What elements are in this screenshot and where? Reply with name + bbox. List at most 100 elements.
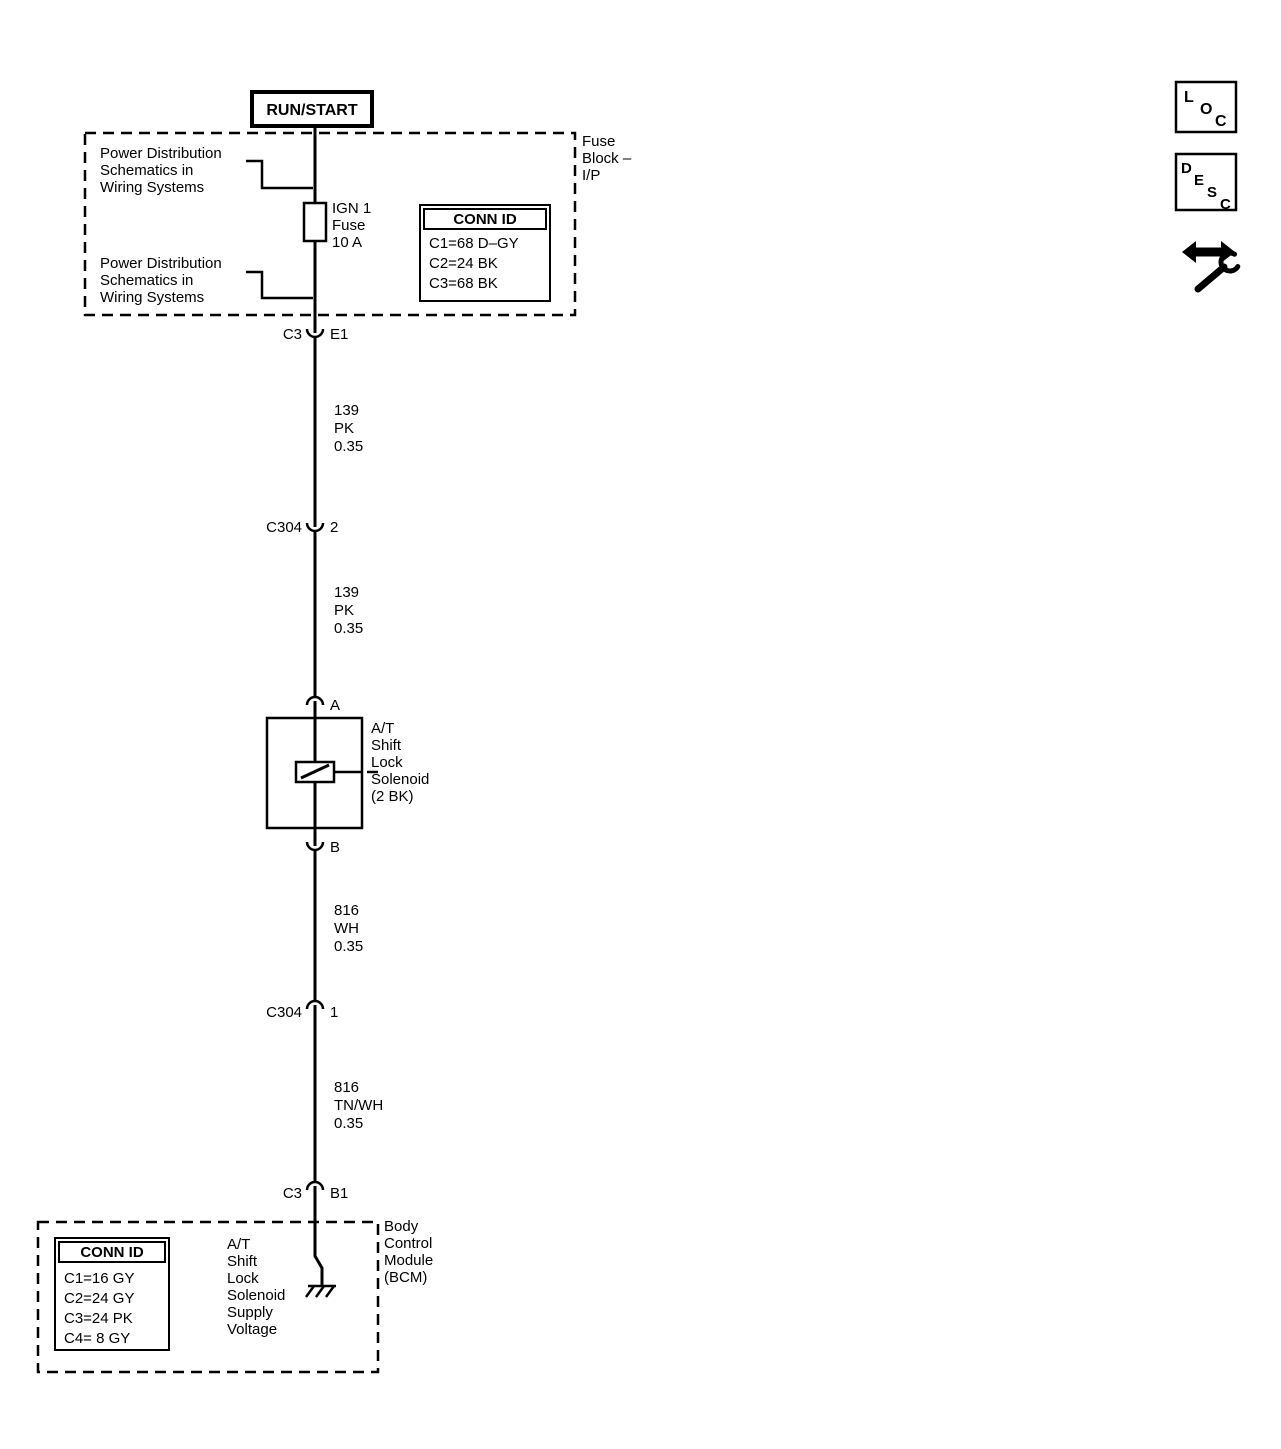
solenoid-label-line: A/T [371,720,394,737]
conn-id-row: C1=16 GY [64,1270,134,1287]
loc-letter: L [1184,89,1194,106]
conn-id-row: C2=24 BK [429,255,498,272]
conn-id-title: CONN ID [453,211,517,228]
conn-id-row: C3=68 BK [429,275,498,292]
wire-color: WH [334,920,359,937]
conn-id-table-bcm: CONN ID C1=16 GY C2=24 GY C3=24 PK C4= 8… [54,1237,170,1351]
power-distribution-ref-top: Power Distribution Schematics in Wiring … [100,145,313,196]
connector-name: C3 [283,1185,302,1202]
fuse-label-line: IGN 1 [332,200,371,217]
wire-label-139-pk-top: 139 PK 0.35 [334,402,363,455]
ref-text-line: Wiring Systems [100,289,204,306]
signal-label-line: Solenoid [227,1287,285,1304]
desc-button[interactable]: D E S C [1174,152,1238,213]
wire-gauge: 0.35 [334,438,363,455]
connector-half-circle [305,695,325,706]
ref-bracket-bottom [246,270,313,300]
fuse-symbol [302,201,328,243]
ground-hatch [314,1285,326,1298]
conn-id-box [54,1237,170,1351]
connector-half-circle [305,841,325,852]
desc-letter: E [1194,172,1204,189]
connector-pin: 1 [330,1004,338,1021]
loc-letter: C [1215,113,1227,130]
loc-button[interactable]: L O C [1174,80,1238,134]
connector-pin: 2 [330,519,338,536]
fuse-block-title-line: I/P [582,167,600,184]
wire-label-816-tnwh: 816 TN/WH 0.35 [334,1079,383,1132]
fuse-block-title-line: Fuse [582,133,615,150]
conn-id-table-fuse-block: CONN ID C1=68 D–GY C2=24 BK C3=68 BK [419,204,551,302]
connector-half-circle [305,999,325,1010]
bcm-signal-label: A/T Shift Lock Solenoid Supply Voltage [227,1236,285,1338]
connector-pin: B [330,839,340,856]
fuse-block-title-line: Block – [582,150,632,167]
circuit-number: 816 [334,902,359,919]
connector-c304-1: C304 1 [266,999,338,1021]
wire-gauge: 0.35 [334,620,363,637]
solenoid-label-line: Solenoid [371,771,429,788]
conn-id-row: C2=24 GY [64,1290,134,1307]
solenoid-diagonal [300,763,330,780]
bcm-title-line: Body [384,1218,419,1235]
connector-pin: B1 [330,1185,348,1202]
conn-id-row: C3=24 PK [64,1310,133,1327]
wire-color: PK [334,602,354,619]
fuse-block: Fuse Block – I/P Power Distribution Sche… [83,131,632,317]
desc-letter: S [1207,184,1217,201]
conn-id-box [419,204,551,302]
ground-hatch [324,1285,336,1298]
solenoid-label-line: Lock [371,754,403,771]
bcm-title-line: Module [384,1252,433,1269]
connector-name: C304 [266,519,302,536]
wire-label-139-pk-bottom: 139 PK 0.35 [334,584,363,637]
circuit-number: 139 [334,402,359,419]
connector-c304-2: C304 2 [266,519,338,536]
connector-name: C3 [283,326,302,343]
connector-c3-e1: C3 E1 [283,326,349,343]
solenoid-label-line: (2 BK) [371,788,414,805]
conn-id-row: C4= 8 GY [64,1330,130,1347]
chassis-ground-symbol [304,1284,336,1298]
desc-letter: C [1220,196,1231,213]
ref-text-line: Power Distribution [100,145,222,162]
circuit-number: 139 [334,584,359,601]
body-control-module: CONN ID C1=16 GY C2=24 GY C3=24 PK C4= 8… [36,1218,433,1374]
connector-name: C304 [266,1004,302,1021]
power-source: RUN/START [250,90,374,128]
bcm-outline [36,1220,380,1374]
ref-text-line: Schematics in [100,162,193,179]
wire-gauge: 0.35 [334,938,363,955]
bcm-title-line: (BCM) [384,1269,427,1286]
ref-text-line: Power Distribution [100,255,222,272]
signal-label-line: A/T [227,1236,250,1253]
connector-half-circle [305,328,325,339]
bcm-title-line: Control [384,1235,432,1252]
ground-hatch [304,1285,316,1298]
loc-button-box[interactable] [1174,80,1238,134]
ref-bracket-top [246,159,313,190]
ref-text-line: Schematics in [100,272,193,289]
fuse-label-line: Fuse [332,217,365,234]
desc-button-box[interactable] [1174,152,1238,212]
connector-pin-b: B [305,839,340,856]
solenoid-label-line: Shift [371,737,402,754]
connector-pin: A [330,697,340,714]
wire-color: PK [334,420,354,437]
wrench-handle [1194,263,1228,293]
power-distribution-ref-bottom: Power Distribution Schematics in Wiring … [100,255,313,306]
conn-id-header-box [58,1241,166,1263]
signal-label-line: Voltage [227,1321,277,1338]
repair-link-button[interactable] [1182,241,1241,293]
conn-id-title: CONN ID [80,1244,144,1261]
loc-letter: O [1200,101,1212,118]
run-start-box [250,90,374,128]
ref-text-line: Wiring Systems [100,179,204,196]
bcm-title: Body Control Module (BCM) [384,1218,433,1286]
shift-lock-solenoid: A/T Shift Lock Solenoid (2 BK) [265,716,429,830]
wire-b1-to-ground [313,1186,324,1286]
fuse-block-outline [83,131,577,317]
signal-label-line: Lock [227,1270,259,1287]
